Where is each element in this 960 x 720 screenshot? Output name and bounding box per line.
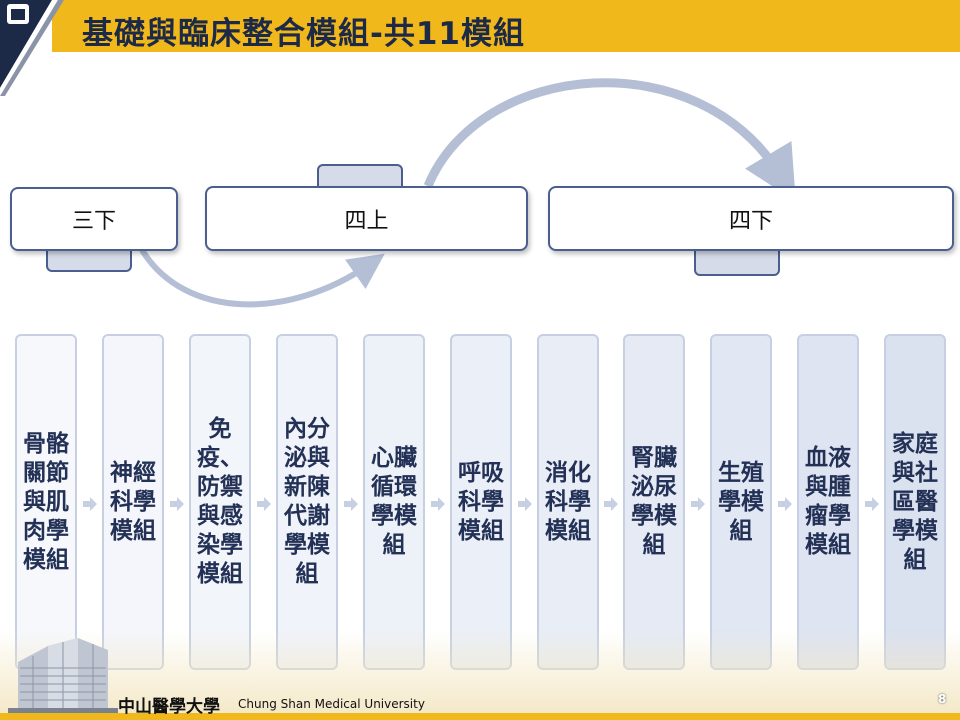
term-box-spring-4: 四下 [548,186,954,251]
module-digestive: 消化科學模組 [537,334,599,670]
module-family-community: 家庭與社區醫學模組 [884,334,946,670]
slide-title: 基礎與臨床整合模組-共11模組 [82,16,526,52]
arrow-right-icon [604,497,618,511]
arrow-right-icon [691,497,705,511]
module-musculoskeletal: 骨骼關節與肌肉學模組 [15,334,77,670]
arrow-right-icon [344,497,358,511]
arrow-right-icon [865,497,879,511]
module-neuroscience: 神經科學模組 [102,334,164,670]
title-bar [52,0,960,52]
module-respiratory: 呼吸科學模組 [450,334,512,670]
footer-accent-line [0,713,960,720]
term-box-fall-4: 四上 [205,186,528,251]
arrow-right-icon [778,497,792,511]
arrow-right-icon [83,497,97,511]
curve-arrow-lower [139,248,385,308]
footer-band [0,630,960,720]
term-box-spring-3: 三下 [10,187,178,251]
curve-arrow-upper [423,78,796,202]
arrow-right-icon [170,497,184,511]
university-building-image [8,638,118,714]
module-endocrine: 內分泌與新陳代謝學模組 [276,334,338,670]
module-hematology-oncology: 血液與腫瘤學模組 [797,334,859,670]
university-name-chinese: 中山醫學大學 [118,697,220,717]
arrow-right-icon [431,497,445,511]
arrow-right-icon [518,497,532,511]
module-cardiovascular: 心臟循環學模組 [363,334,425,670]
module-reproductive: 生殖學模組 [710,334,772,670]
module-renal-urinary: 腎臟泌尿學模組 [623,334,685,670]
module-immunology: 免疫、防禦與感染學模組 [189,334,251,670]
university-name-english: Chung Shan Medical University [238,697,425,711]
page-number: 8 [938,692,947,706]
university-logo-corner [0,0,64,96]
arrow-right-icon [257,497,271,511]
